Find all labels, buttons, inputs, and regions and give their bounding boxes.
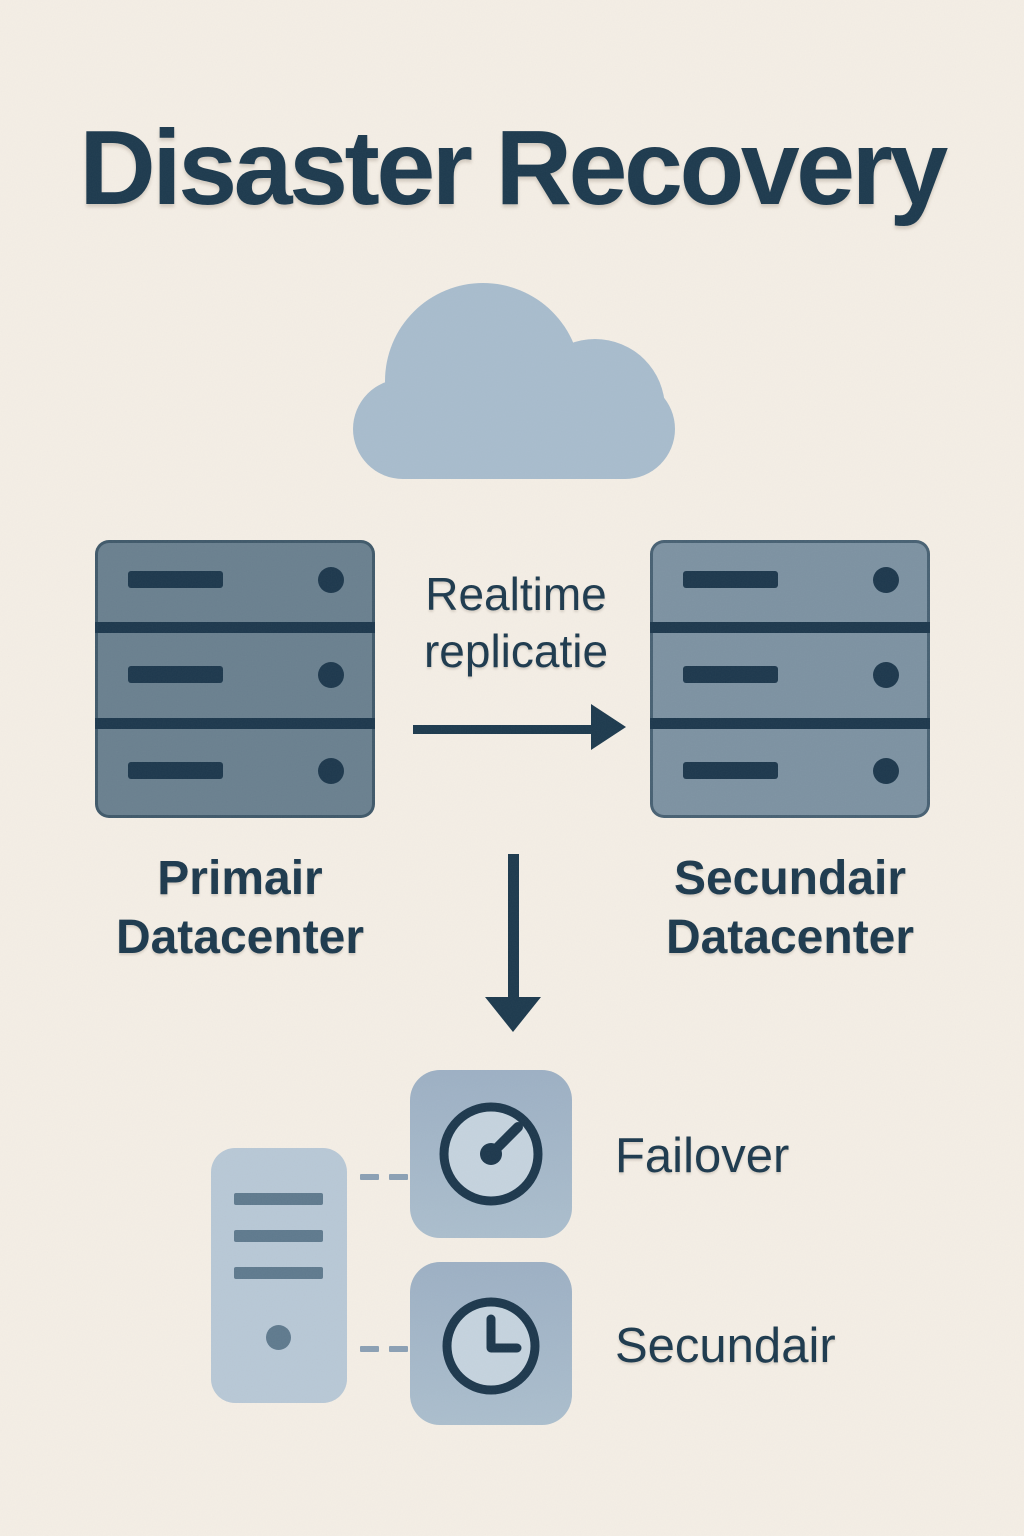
connector-dash [389,1346,408,1352]
clock-icon [442,1297,540,1395]
rack-slot [128,571,223,588]
rack-slot [683,666,778,683]
page-title: Disaster Recovery [79,109,948,227]
rack-led [873,758,899,784]
rack-led [318,662,344,688]
connector-dash [360,1346,379,1352]
primary-datacenter-label: Primair Datacenter [115,852,365,964]
rack-slot [128,666,223,683]
rack-led [873,567,899,593]
tower-vent-bar [234,1267,323,1279]
rack-slot [683,571,778,588]
dashed-connector [360,1346,408,1352]
secondary-tile [410,1262,572,1425]
rack-divider [95,718,375,729]
secondary-server-rack-icon [650,540,930,818]
arrow-head [591,704,626,750]
failover-tile [410,1070,572,1238]
arrow-shaft [413,725,593,734]
rack-divider [650,622,930,633]
primary-server-rack-icon [95,540,375,818]
rack-divider [650,718,930,729]
tower-power-dot [266,1325,291,1350]
secondary-label: Secundair [615,1319,836,1373]
rack-led [318,758,344,784]
arrow-head [485,997,541,1032]
cloud-icon [353,283,675,479]
replication-label: Realtime replicatie [423,568,609,677]
failover-label: Failover [615,1129,790,1183]
connector-dash [389,1174,408,1180]
tower-server-icon [211,1148,347,1403]
rack-divider [95,622,375,633]
tower-vent-bar [234,1230,323,1242]
dashed-connector [360,1174,408,1180]
secondary-datacenter-label: Secundair Datacenter [665,852,915,964]
gauge-icon [439,1102,543,1206]
arrow-right-icon [413,704,626,750]
arrow-shaft [508,854,519,999]
tower-vent-bar [234,1193,323,1205]
connector-dash [360,1174,379,1180]
rack-led [873,662,899,688]
rack-slot [683,762,778,779]
rack-slot [128,762,223,779]
rack-led [318,567,344,593]
arrow-down-icon [485,854,541,1032]
